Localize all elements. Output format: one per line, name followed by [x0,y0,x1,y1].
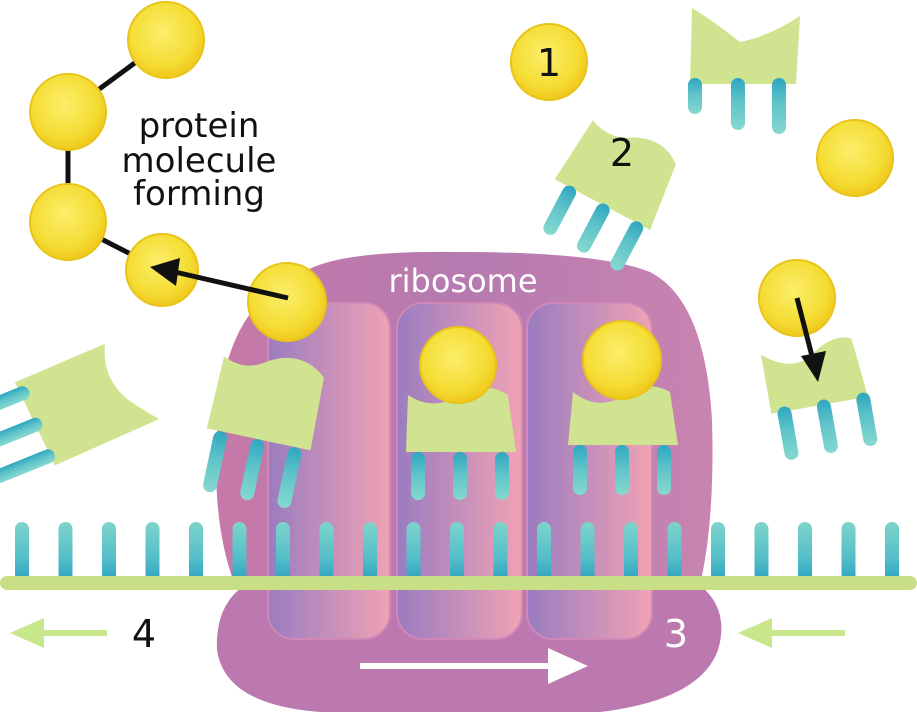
mrna-codon [363,522,377,582]
step-number-1: 1 [537,41,561,85]
trna-a-site [568,386,678,495]
mrna-codon [798,522,812,582]
mrna-codons [15,522,899,582]
mrna-codon [667,522,682,582]
mrna-codon [58,522,73,582]
mrna-strand [0,576,917,590]
mrna-codon [754,522,769,582]
amino-acid [127,1,205,79]
mrna-codon [624,522,638,582]
amino-acid-free-1 [510,23,588,101]
step-number-3: 3 [664,612,688,656]
arrow-amino-to-trna [794,297,826,382]
amino-acid-a-site [582,320,662,400]
trna-free-2 [543,120,676,271]
mrna-codon [580,522,595,582]
trna-p-site [406,387,516,500]
mrna-codon [537,522,551,582]
mrna-codon [711,522,725,582]
amino-acid [29,73,107,151]
mrna-codon [319,522,334,582]
trna-free-top [688,8,800,134]
mrna-codon [841,522,856,582]
ribosome-label: ribosome [388,262,537,300]
mrna-codon [102,522,116,582]
step-number-2: 2 [610,131,634,175]
arrow-ribosome-movement [360,648,588,684]
mrna-codon [189,522,203,582]
arrow-mrna-incoming [738,618,845,648]
trna-exiting [203,356,324,509]
mrna-codon [15,522,29,582]
mrna-codon [145,522,160,582]
mrna-codon [232,522,247,582]
amino-acid [29,183,107,261]
mrna-codon [406,522,421,582]
arrow-mrna-left [10,618,107,648]
protein-label-line1: protein [139,106,260,146]
arrow-to-chain [150,258,289,301]
mrna-codon [276,522,290,582]
mrna-codon [493,522,508,582]
amino-acid-free [816,119,894,197]
protein-label-line3: forming [133,174,265,214]
trna-free-left [0,343,160,483]
mrna-codon [885,522,899,582]
protein-label-line2: molecule [122,141,277,181]
mrna-codon [450,522,464,582]
step-number-4: 4 [132,612,156,656]
amino-acid-p-site [419,326,497,404]
amino-acid-exiting [247,262,327,342]
